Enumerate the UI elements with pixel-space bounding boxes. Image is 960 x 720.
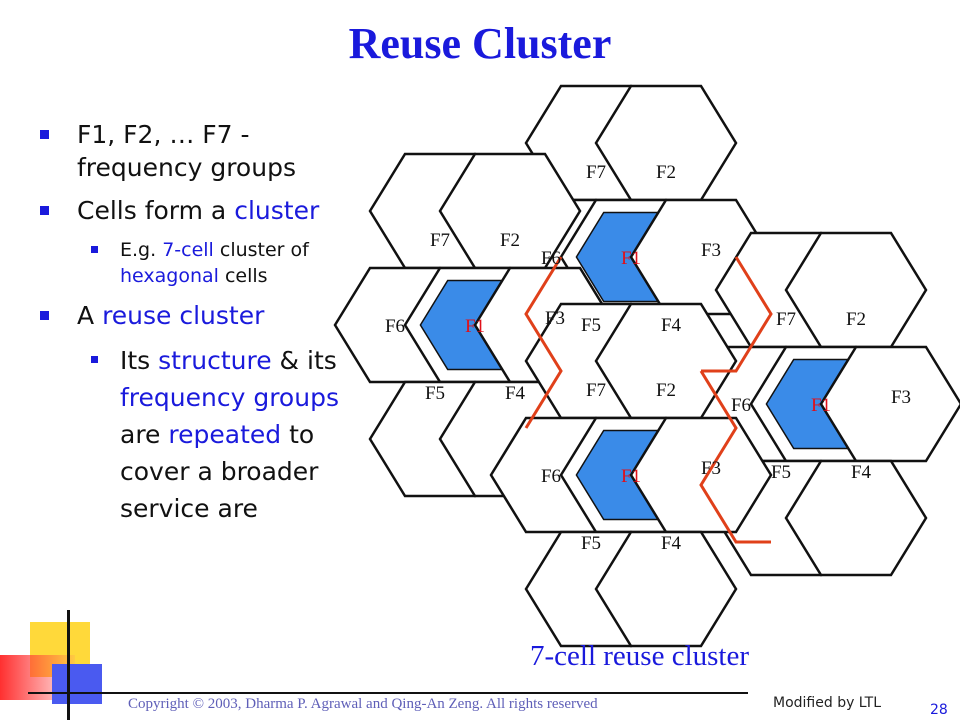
cell-label: F3 [891, 387, 911, 408]
bullet-text: E.g. [120, 239, 163, 261]
cell-label: F1 [621, 248, 641, 269]
bullet-text: Cells form a [77, 196, 235, 225]
cell-label: F4 [661, 533, 682, 554]
cell-label: F2 [656, 380, 676, 401]
sub-bullet-structure: Its structure & its frequency groups are… [77, 342, 370, 527]
highlight-term: repeated [168, 420, 282, 449]
cell-label: F5 [771, 462, 791, 483]
cell-label: F3 [701, 240, 721, 261]
cell-label: F2 [500, 230, 520, 251]
bullet-text: cells [218, 265, 268, 287]
cell-label: F7 [776, 309, 796, 330]
cell-label: F3 [545, 308, 565, 329]
highlight-term: 7-cell [162, 239, 214, 261]
cluster-boundary [524, 256, 563, 429]
bullet-frequency-groups: F1, F2, … F7 - frequency groups [40, 118, 370, 184]
cell-label: F7 [586, 380, 606, 401]
page-number: 28 [930, 702, 948, 718]
bullet-list: F1, F2, … F7 - frequency groups Cells fo… [40, 118, 370, 537]
cell-label: F1 [465, 316, 485, 337]
copyright-footer: Copyright © 2003, Dharma P. Agrawal and … [128, 696, 598, 712]
cluster-boundary [699, 370, 771, 544]
highlight-term: structure [158, 346, 272, 375]
cell-label: F6 [541, 248, 561, 269]
cell-label: F7 [430, 230, 450, 251]
diagram-caption: 7-cell reuse cluster [530, 640, 750, 672]
cell-label: F4 [851, 462, 872, 483]
highlight-term: frequency groups [120, 383, 339, 412]
cell-label: F1 [621, 466, 641, 487]
slide-title: Reuse Cluster [348, 19, 612, 68]
deco-blue-square [52, 664, 102, 704]
bullet-text: are [120, 420, 169, 449]
cell-label: F4 [661, 315, 682, 336]
cell-label: F2 [656, 162, 676, 183]
cell-label: F1 [811, 395, 831, 416]
sub-bullet-example: E.g. 7-cell cluster of hexagonal cells [77, 237, 370, 289]
bullet-reuse-cluster: A reuse cluster [40, 299, 370, 332]
deco-horizontal-line [28, 692, 748, 694]
bullet-cluster: Cells form a cluster [40, 194, 370, 227]
bullet-text: F1, F2, … F7 - frequency groups [77, 120, 296, 182]
hex-cell [594, 530, 738, 648]
cell-label: F4 [505, 383, 526, 404]
cell-label: F7 [586, 162, 606, 183]
cell-label: F3 [701, 458, 721, 479]
bullet-text: cluster of [213, 239, 309, 261]
hex-cell [784, 459, 928, 577]
cell-label: F6 [731, 395, 751, 416]
cluster-boundary [701, 256, 773, 373]
cell-label: F5 [425, 383, 445, 404]
highlight-term: reuse cluster [102, 301, 265, 330]
cell-label: F5 [581, 533, 601, 554]
deco-vertical-line [67, 610, 70, 720]
bullet-text: A [77, 301, 103, 330]
bullet-text: & its [271, 346, 337, 375]
highlight-term: hexagonal [120, 265, 219, 287]
bullet-text: Its [120, 346, 159, 375]
highlight-term: cluster [234, 196, 320, 225]
cell-label: F6 [385, 316, 405, 337]
cell-label: F2 [846, 309, 866, 330]
cell-label: F6 [541, 466, 561, 487]
cell-label: F5 [581, 315, 601, 336]
modified-note: Modified by LTL [773, 695, 882, 711]
bullet-text: to cover a broader service are [120, 420, 319, 523]
